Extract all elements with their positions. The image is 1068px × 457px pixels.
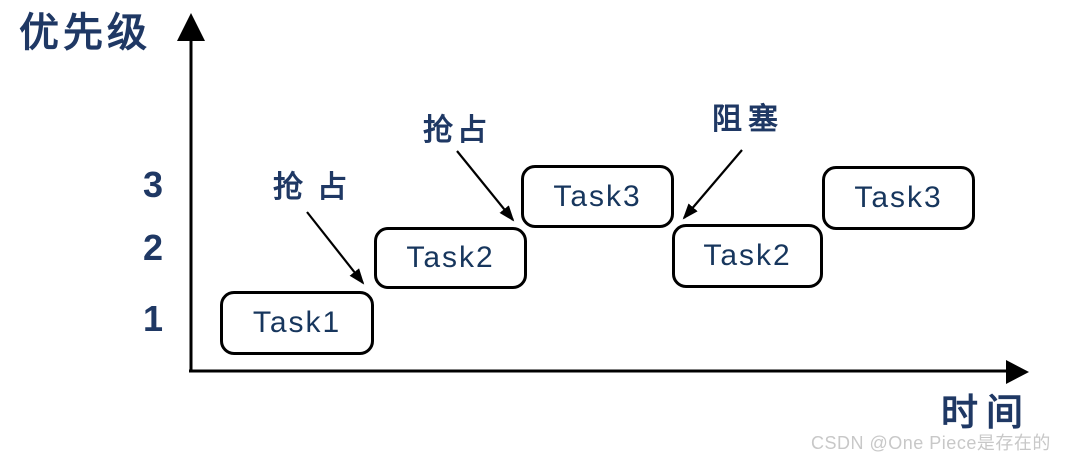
task-box-task2-first: Task2 (374, 227, 527, 289)
priority-tick-3: 3 (142, 164, 164, 205)
y-axis-arrowhead-icon (177, 13, 205, 41)
task-label: Task3 (854, 181, 943, 214)
task-label: Task2 (703, 239, 792, 272)
annotation-block: 阻塞 (712, 103, 784, 136)
priority-tick-2: 2 (142, 227, 164, 268)
priority-tick-1: 1 (142, 298, 164, 339)
task-box-task3-second: Task3 (822, 166, 975, 230)
x-axis-label: 时间 (941, 392, 1031, 433)
block-arrow (682, 149, 743, 220)
task-label: Task3 (553, 179, 642, 213)
task-label: Task1 (252, 306, 342, 339)
x-axis-arrowhead-icon (1006, 360, 1029, 384)
csdn-watermark: CSDN @One Piece是存在的 (811, 433, 1051, 453)
preempt-arrow-2 (456, 150, 515, 222)
task-label: Task2 (406, 241, 495, 274)
annotation-preempt-1: 抢占 (273, 171, 361, 204)
task-box-task2-second: Task2 (672, 224, 823, 288)
y-axis-label: 优先级 (19, 11, 151, 55)
annotation-preempt-2: 抢占 (423, 114, 491, 147)
task-box-task1: Task1 (220, 291, 374, 355)
task-box-task3-first: Task3 (521, 165, 674, 228)
preempt-arrow-1 (306, 211, 365, 285)
